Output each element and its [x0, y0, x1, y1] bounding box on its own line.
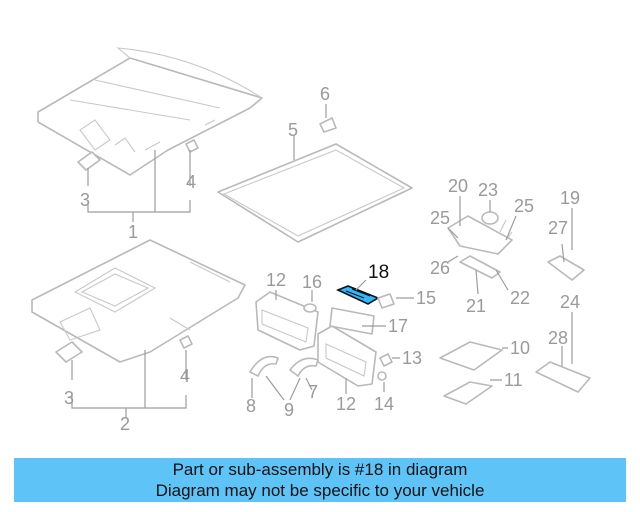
callout-18: 18: [368, 262, 389, 283]
clip-4-lower: [179, 335, 193, 349]
clip-15: [377, 293, 395, 309]
callout-22: 22: [510, 288, 530, 308]
callout-11: 11: [504, 370, 523, 390]
callout-23: 23: [478, 180, 498, 200]
handle-8-9: [249, 355, 279, 377]
callout-24: 24: [560, 292, 580, 312]
headliner-lower: [31, 239, 246, 363]
callout-6: 6: [320, 84, 330, 104]
callout-4-upper: 4: [186, 172, 196, 192]
lamp-24: [535, 361, 591, 393]
clip-16: [303, 303, 317, 313]
callout-26: 26: [430, 258, 450, 278]
sunvisor-upper: [255, 291, 319, 351]
callout-9: 9: [284, 400, 294, 420]
callout-12-upper: 12: [266, 270, 286, 290]
callout-15: 15: [416, 288, 436, 308]
callout-2: 2: [120, 414, 130, 434]
callout-12-lower: 12: [336, 394, 356, 414]
bracket-11: [443, 381, 493, 405]
sunvisor-lower: [317, 325, 377, 387]
map-lamp-cluster: [447, 211, 513, 279]
headliner-upper: [37, 47, 263, 176]
callout-5: 5: [288, 120, 298, 140]
info-banner: Part or sub-assembly is #18 in diagram D…: [14, 458, 626, 502]
callout-19: 19: [560, 188, 580, 208]
mirror-17: [329, 307, 375, 335]
pad-3-lower: [55, 341, 83, 363]
callout-4-lower: 4: [180, 366, 190, 386]
clip-4-upper: [185, 139, 199, 153]
callout-7: 7: [308, 382, 318, 402]
screw-13: [379, 353, 393, 367]
callout-21: 21: [466, 296, 486, 316]
callout-17: 17: [388, 316, 408, 336]
callout-14: 14: [374, 394, 394, 414]
callout-8: 8: [246, 396, 256, 416]
callout-20: 20: [448, 176, 468, 196]
callout-10: 10: [510, 338, 530, 358]
callout-3-lower: 3: [64, 388, 74, 408]
banner-line-part: Part or sub-assembly is #18 in diagram: [172, 460, 468, 479]
callout-16: 16: [302, 272, 322, 292]
callout-13: 13: [402, 348, 422, 368]
callout-25-left: 25: [430, 208, 450, 228]
callout-3-upper: 3: [80, 190, 90, 210]
parts-diagram: 1 2 3 3 4 4 5 6 7 8 9 10 11 12 12 13 14 …: [31, 47, 591, 434]
clip-6: [319, 117, 337, 133]
callout-28: 28: [548, 328, 568, 348]
clip-14: [377, 371, 387, 381]
pad-3-upper: [77, 151, 101, 171]
leader-lines: [71, 104, 573, 418]
callout-27: 27: [548, 218, 568, 238]
console-10: [439, 341, 503, 371]
callout-25-right: 25: [514, 196, 534, 216]
lamp-19: [547, 255, 585, 281]
callout-1: 1: [128, 222, 138, 242]
banner-line-disclaimer: Diagram may not be specific to your vehi…: [155, 481, 485, 500]
handle-7-9: [289, 357, 319, 377]
